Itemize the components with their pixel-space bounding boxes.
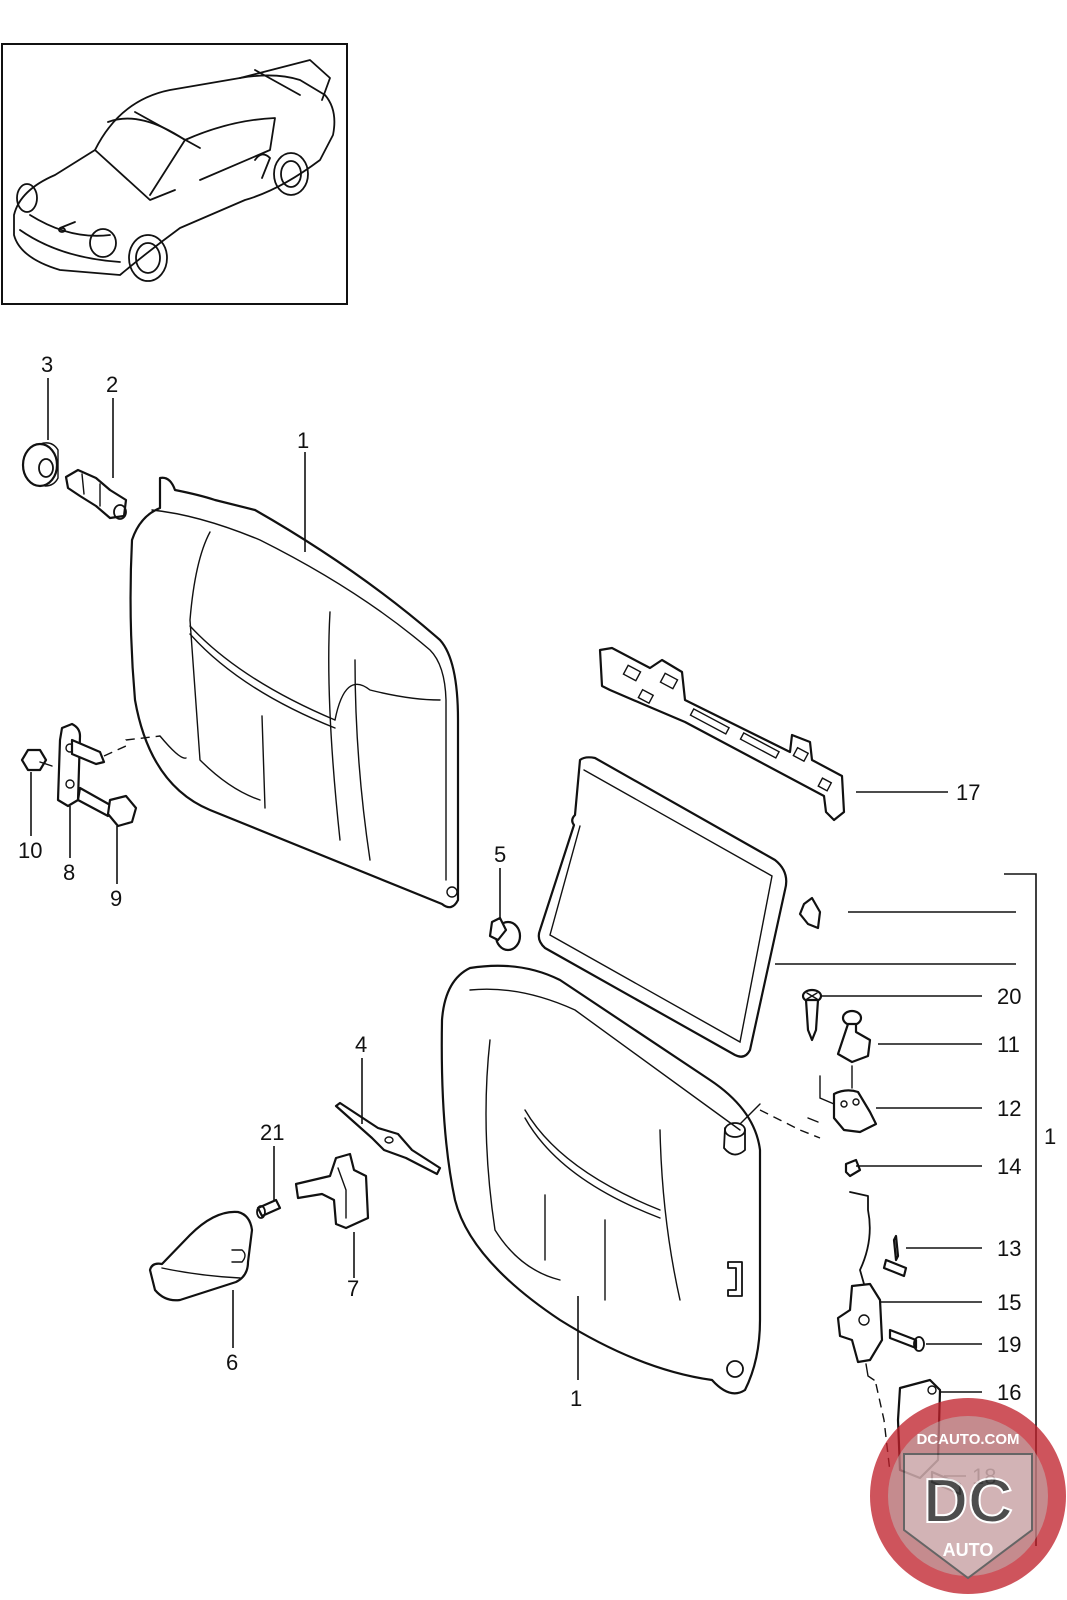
nut bbox=[20, 748, 53, 772]
latch-bracket bbox=[294, 1152, 370, 1230]
callout-1-assembly: 1 bbox=[1044, 1124, 1056, 1149]
callout-6: 6 bbox=[226, 1350, 238, 1375]
vehicle-thumbnail bbox=[1, 43, 348, 305]
callout-9: 9 bbox=[110, 886, 122, 911]
latch-block bbox=[819, 1065, 878, 1134]
clip bbox=[844, 1158, 862, 1178]
watermark-logo-mark: DC bbox=[923, 1467, 1013, 1536]
pin bbox=[882, 1234, 908, 1278]
watermark-sub: AUTO bbox=[943, 1540, 994, 1560]
callout-14: 14 bbox=[997, 1154, 1021, 1179]
callout-13: 13 bbox=[997, 1236, 1021, 1261]
callout-7: 7 bbox=[347, 1276, 359, 1301]
bushing bbox=[64, 468, 128, 520]
callout-8: 8 bbox=[63, 860, 75, 885]
callout-19: 19 bbox=[997, 1332, 1021, 1357]
hinge-cover bbox=[148, 1210, 254, 1302]
hinge-plate bbox=[56, 722, 161, 808]
watermark-site: DCAUTO.COM bbox=[916, 1431, 1019, 1448]
hinge-bolt bbox=[76, 786, 138, 828]
callout-5: 5 bbox=[494, 842, 506, 867]
watermark-logo: DCAUTO.COM DC AUTO bbox=[870, 1398, 1066, 1594]
cap bbox=[836, 1009, 872, 1064]
small-screw bbox=[256, 1198, 282, 1219]
callout-20: 20 bbox=[997, 984, 1021, 1009]
washer bbox=[21, 442, 59, 488]
callout-1-lower: 1 bbox=[570, 1386, 582, 1411]
lock-mechanism bbox=[836, 1191, 884, 1381]
callout-4: 4 bbox=[355, 1032, 367, 1057]
callout-15: 15 bbox=[997, 1290, 1021, 1315]
tapping-screw bbox=[801, 988, 823, 1042]
callout-21: 21 bbox=[260, 1120, 284, 1145]
callout-17: 17 bbox=[956, 780, 980, 805]
callout-12: 12 bbox=[997, 1096, 1021, 1121]
backrest-upper bbox=[129, 476, 460, 909]
callout-1-upper: 1 bbox=[297, 428, 309, 453]
callout-3: 3 bbox=[41, 352, 53, 377]
callout-10: 10 bbox=[18, 838, 42, 863]
callout-11: 11 bbox=[997, 1032, 1020, 1057]
callout-2: 2 bbox=[106, 372, 118, 397]
mounting-bracket bbox=[598, 646, 846, 822]
back-panel bbox=[537, 756, 788, 1058]
hinge-screw bbox=[888, 1328, 925, 1352]
plug bbox=[488, 916, 522, 952]
panel-clip bbox=[798, 896, 822, 930]
assembly-lines bbox=[739, 1103, 821, 1139]
backrest-lower bbox=[440, 964, 762, 1395]
leader-lines bbox=[30, 378, 1037, 1546]
callout-16: 16 bbox=[997, 1380, 1021, 1405]
